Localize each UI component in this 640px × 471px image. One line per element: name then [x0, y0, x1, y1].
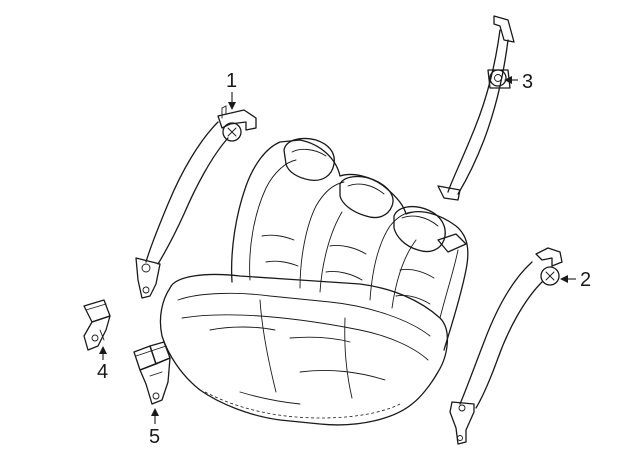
left-seat-belt-assembly	[135, 105, 257, 299]
rear-seat-illustration	[159, 137, 469, 426]
right-seat-belt-assembly	[449, 247, 563, 445]
center-seat-belt-assembly	[437, 15, 515, 201]
callout-2: 2	[560, 269, 591, 291]
callout-label-5: 5	[149, 426, 160, 448]
callout-label-1: 1	[226, 70, 237, 92]
callout-4: 4	[97, 346, 108, 383]
callout-label-2: 2	[580, 269, 591, 291]
callout-1: 1	[226, 70, 237, 110]
callout-5: 5	[149, 408, 160, 448]
callout-label-4: 4	[97, 361, 108, 383]
buckle-part-4	[83, 299, 111, 351]
buckle-part-5	[133, 341, 171, 405]
callout-3: 3	[504, 71, 533, 93]
callout-label-3: 3	[522, 71, 533, 93]
